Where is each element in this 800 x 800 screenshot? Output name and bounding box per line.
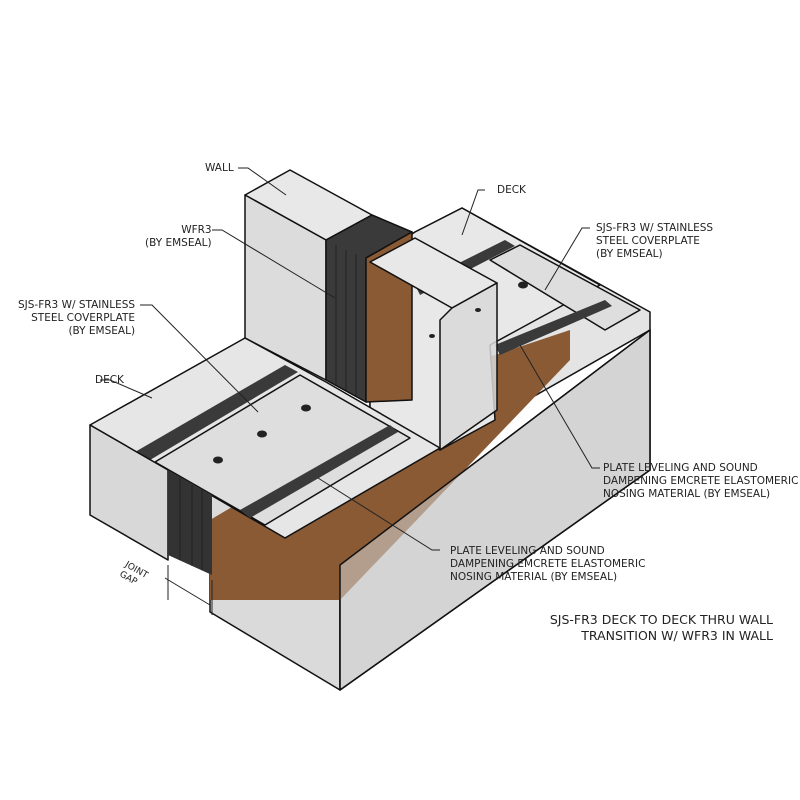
label-sjs-left: SJS-FR3 W/ STAINLESS STEEL COVERPLATE (B… [18,299,135,338]
label-line: (BY EMSEAL) [596,248,663,260]
label-nosing-right: PLATE LEVELING AND SOUND DAMPENING EMCRE… [603,462,798,501]
title-line: TRANSITION W/ WFR3 IN WALL [581,628,773,643]
left-deck-front-face [89,424,169,561]
label-line: (BY EMSEAL) [68,325,136,337]
label-line: STEEL COVERPLATE [31,312,136,324]
left-coverplate [154,374,411,526]
label-line: STEEL COVERPLATE [596,235,700,247]
joint-seal-face [168,470,212,575]
label-line: NOSING MATERIAL (BY EMSEAL) [603,488,771,500]
label-line: WFR3 [181,224,212,236]
label-wall: WALL [205,162,234,174]
label-line: PLATE LEVELING AND SOUND [450,545,605,557]
label-line: (BY EMSEAL) [145,237,212,249]
wall-right-block-face [439,282,498,451]
label-line: DAMPENING EMCRETE ELASTOMERIC [450,558,646,570]
label-line: NOSING MATERIAL (BY EMSEAL) [450,571,618,583]
label-line: SJS-FR3 W/ STAINLESS [596,222,714,234]
label-sjs-right: SJS-FR3 W/ STAINLESS STEEL COVERPLATE (B… [596,222,713,261]
deck-block-right-face-overlay [339,329,651,691]
left-nosing-strip [240,425,398,518]
label-nosing-left: PLATE LEVELING AND SOUND DAMPENING EMCRE… [450,545,645,584]
bolt-icons [213,281,528,464]
label-line: DAMPENING EMCRETE ELASTOMERIC [603,475,799,487]
leader-lines [100,167,600,615]
left-seal-strip [135,365,298,460]
title-line: SJS-FR3 DECK TO DECK THRU WALL [549,612,773,627]
label-line: SJS-FR3 W/ STAINLESS [18,299,136,311]
right-nosing-strip [495,300,612,355]
label-wfr3: WFR3 (BY EMSEAL) [145,224,212,250]
drawing-title: SJS-FR3 DECK TO DECK THRU WALL TRANSITIO… [550,612,773,644]
label-deck-right: DECK [497,184,526,196]
label-line: PLATE LEVELING AND SOUND [603,462,758,474]
label-deck-left: DECK [95,374,124,386]
